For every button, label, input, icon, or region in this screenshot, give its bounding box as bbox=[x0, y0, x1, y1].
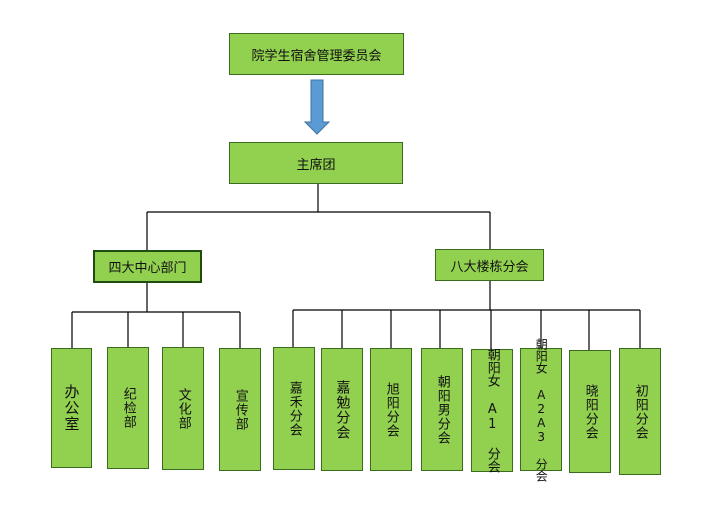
down-arrow bbox=[303, 79, 331, 135]
branch-node-label: 四大中心部门 bbox=[108, 261, 187, 276]
branch-child-label: 朝阳男分会 bbox=[434, 374, 450, 445]
branch-child-label: 初阳分会 bbox=[632, 383, 648, 440]
branch-child-label: 嘉勉分会 bbox=[334, 379, 351, 440]
dept-node-discipline: 纪检部 bbox=[107, 347, 149, 469]
branch-child-chaoyang-female-a1: 朝阳女 A1 分会 bbox=[471, 348, 513, 473]
branch-node-departments: 四大中心部门 bbox=[93, 250, 202, 283]
dept-node-office: 办公室 bbox=[51, 348, 92, 468]
branch-child-jiamian: 嘉勉分会 bbox=[321, 348, 363, 471]
branch-node-label: 八大楼栋分会 bbox=[450, 259, 529, 275]
dept-node-culture: 文化部 bbox=[162, 347, 204, 470]
dept-node-publicity: 宣传部 bbox=[219, 348, 261, 471]
branch-child-jiahe: 嘉禾分会 bbox=[273, 347, 315, 470]
branch-child-xuyang: 旭阳分会 bbox=[370, 348, 412, 471]
root-node: 院学生宿舍管理委员会 bbox=[229, 33, 404, 75]
dept-node-label: 纪检部 bbox=[120, 387, 136, 429]
dept-node-label: 文化部 bbox=[175, 387, 191, 430]
presidium-node: 主席团 bbox=[229, 142, 403, 184]
branch-child-chaoyang-male: 朝阳男分会 bbox=[421, 348, 463, 471]
branch-child-xiaoyang: 晓阳分会 bbox=[569, 350, 611, 473]
branch-child-label: 晓阳分会 bbox=[582, 383, 598, 440]
dept-node-label: 宣传部 bbox=[232, 388, 248, 431]
branch-child-chuyang: 初阳分会 bbox=[619, 348, 661, 475]
branch-child-label: 朝阳女 A2A3 分会 bbox=[534, 337, 549, 482]
branch-child-label: 旭阳分会 bbox=[383, 381, 399, 438]
presidium-node-label: 主席团 bbox=[296, 157, 336, 173]
root-node-label: 院学生宿舍管理委员会 bbox=[251, 48, 382, 64]
branch-child-label: 嘉禾分会 bbox=[286, 380, 302, 437]
branch-child-label: 朝阳女 A1 分会 bbox=[484, 348, 500, 473]
dept-node-label: 办公室 bbox=[62, 384, 81, 432]
branch-child-chaoyang-female-a2a3: 朝阳女 A2A3 分会 bbox=[520, 338, 562, 482]
branch-node-building-branches: 八大楼栋分会 bbox=[435, 249, 544, 281]
